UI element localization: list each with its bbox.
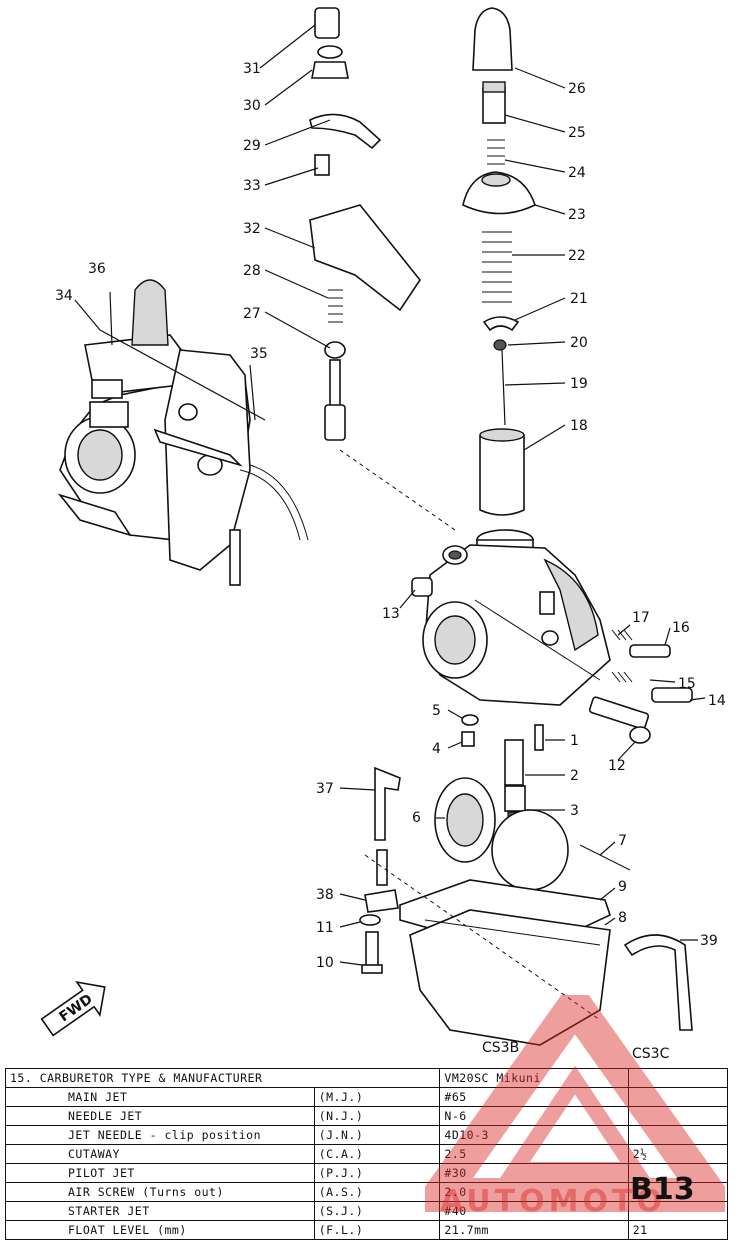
row-value-cs3b: N-6 (439, 1106, 629, 1126)
row-value-cs3b: #30 (439, 1163, 629, 1183)
row-value-cs3b: 4D10-3 (439, 1125, 629, 1145)
callout-30: 30 (243, 98, 261, 114)
row-abbr: (J.N.) (313, 1125, 441, 1145)
row-abbr: (M.J.) (313, 1087, 441, 1107)
table-header-v2 (627, 1068, 729, 1088)
callout-22: 22 (568, 248, 586, 264)
starter-stack (309, 7, 421, 441)
callout-39: 39 (700, 933, 718, 949)
callout-38: 38 (316, 887, 334, 903)
row-value-cs3c: 21 (627, 1220, 729, 1240)
table-header-row: 15. CARBURETOR TYPE & MANUFACTURER VM20S… (4, 1068, 729, 1088)
callout-8: 8 (618, 910, 627, 926)
row-value-cs3b: #65 (439, 1087, 629, 1107)
row-abbr: (C.A.) (313, 1144, 441, 1164)
callout-36: 36 (88, 261, 106, 277)
callout-10: 10 (316, 955, 334, 971)
row-abbr: (S.J.) (313, 1201, 441, 1221)
table-header-v1: VM20SC Mikuni (439, 1068, 629, 1088)
callout-2: 2 (570, 768, 579, 784)
callout-18: 18 (570, 418, 588, 434)
callout-29: 29 (243, 138, 261, 154)
callout-13: 13 (382, 606, 400, 622)
row-name: JET NEEDLE - clip position (5, 1125, 315, 1145)
callout-33: 33 (243, 178, 261, 194)
callout-35: 35 (250, 346, 268, 362)
callout-16: 16 (672, 620, 690, 636)
callout-17: 17 (632, 610, 650, 626)
callout-11: 11 (316, 920, 334, 936)
assembled-carburetor-view (57, 279, 309, 586)
callout-25: 25 (568, 125, 586, 141)
callout-5: 5 (432, 703, 441, 719)
row-abbr: (A.S.) (313, 1182, 441, 1202)
callout-26: 26 (568, 81, 586, 97)
row-value-cs3c (627, 1106, 729, 1126)
float-bowl (339, 449, 693, 1046)
air-bleed-tube-line (99, 329, 266, 421)
callout-34: 34 (55, 288, 73, 304)
watermark-text: AUTOMOTO (440, 1184, 666, 1219)
throttle-stack (462, 7, 536, 516)
table-row: FLOAT LEVEL (mm) (F.L.) 21.7mm 21 (5, 1220, 729, 1240)
row-value-cs3b: 21.7mm (439, 1220, 629, 1240)
callout-15: 15 (678, 676, 696, 692)
row-name: STARTER JET (5, 1201, 315, 1221)
callout-20: 20 (570, 335, 588, 351)
callout-27: 27 (243, 306, 261, 322)
table-row: AIR SCREW (Turns out) (A.S.) 2.0 (5, 1182, 729, 1202)
callout-23: 23 (568, 207, 586, 223)
callout-1: 1 (570, 733, 579, 749)
table-row: STARTER JET (S.J.) #40 (5, 1201, 729, 1221)
callout-31: 31 (243, 61, 261, 77)
row-abbr: (F.L.) (313, 1220, 441, 1240)
callout-3: 3 (570, 803, 579, 819)
row-value-cs3c (627, 1087, 729, 1107)
table-row: PILOT JET (P.J.) #30 (5, 1163, 729, 1183)
callout-9: 9 (618, 879, 627, 895)
callout-21: 21 (570, 291, 588, 307)
callout-12: 12 (608, 758, 626, 774)
fwd-arrow: FWD (40, 981, 106, 1037)
table-header-name: 15. CARBURETOR TYPE & MANUFACTURER (4, 1068, 441, 1088)
row-abbr: (P.J.) (313, 1163, 441, 1183)
callout-6: 6 (412, 810, 421, 826)
callout-4: 4 (432, 741, 441, 757)
carburetor-spec-table: 15. CARBURETOR TYPE & MANUFACTURER VM20S… (4, 1068, 729, 1240)
page-number: B13 (630, 1172, 695, 1207)
row-name: NEEDLE JET (5, 1106, 315, 1126)
row-name: MAIN JET (5, 1087, 315, 1107)
table-row: JET NEEDLE - clip position (J.N.) 4D10-3 (5, 1125, 729, 1145)
callout-24: 24 (568, 165, 586, 181)
callout-28: 28 (243, 263, 261, 279)
row-value-cs3c: 2½ (627, 1144, 729, 1164)
model-label-cs3b: CS3B (482, 1040, 520, 1056)
leader-lines (74, 24, 706, 966)
model-label-cs3c: CS3C (632, 1046, 670, 1062)
table-row: CUTAWAY (C.A.) 2.5 2½ (5, 1144, 729, 1164)
row-value-cs3b: 2.5 (439, 1144, 629, 1164)
row-name: CUTAWAY (5, 1144, 315, 1164)
row-value-cs3c (627, 1125, 729, 1145)
callout-numbers: 31 30 29 33 32 28 27 26 25 24 23 22 21 2… (55, 61, 726, 971)
callout-14: 14 (708, 693, 726, 709)
callout-7: 7 (618, 833, 627, 849)
callout-37: 37 (316, 781, 334, 797)
table-row: NEEDLE JET (N.J.) N-6 (5, 1106, 729, 1126)
carburetor-exploded-diagram: FWD (40, 7, 726, 1046)
callout-32: 32 (243, 221, 261, 237)
carburetor-body (422, 529, 611, 706)
row-name: PILOT JET (5, 1163, 315, 1183)
callout-19: 19 (570, 376, 588, 392)
row-name: AIR SCREW (Turns out) (5, 1182, 315, 1202)
row-abbr: (N.J.) (313, 1106, 441, 1126)
table-row: MAIN JET (M.J.) #65 (5, 1087, 729, 1107)
row-name: FLOAT LEVEL (mm) (5, 1220, 315, 1240)
